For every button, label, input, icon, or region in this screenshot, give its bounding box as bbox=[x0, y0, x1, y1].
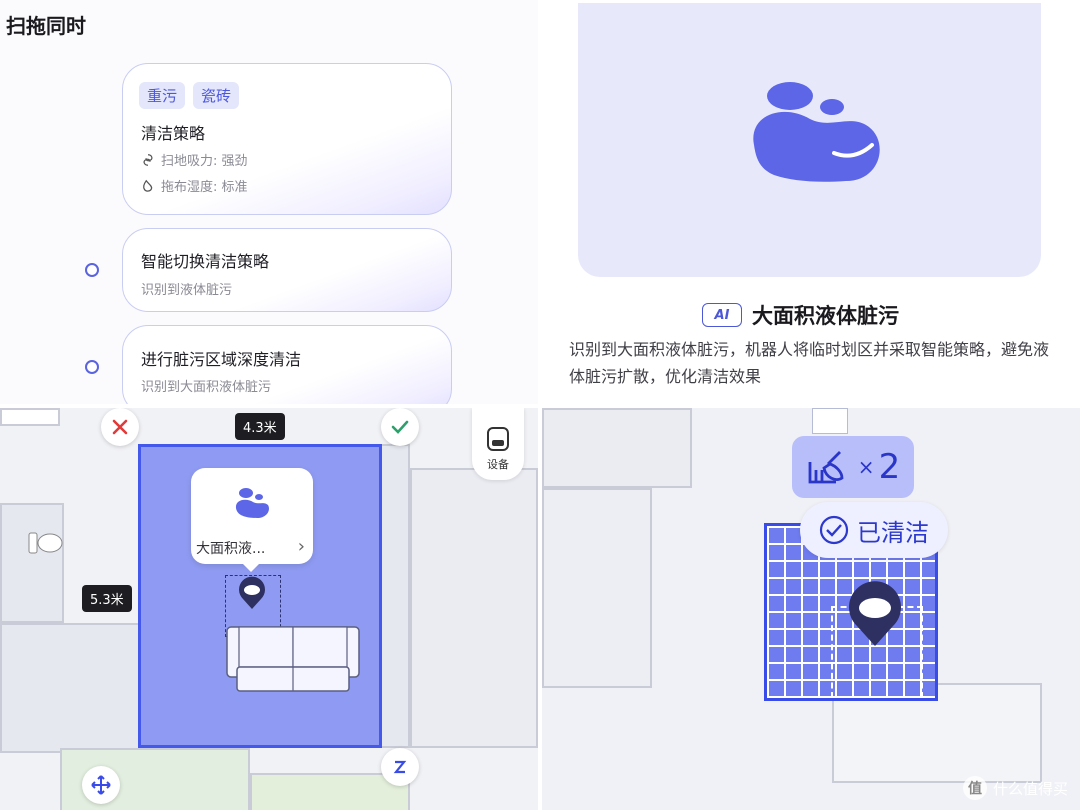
hero-illustration bbox=[578, 3, 1041, 277]
tag-heavy-stain: 重污 bbox=[139, 82, 186, 109]
watermark: 值 什么值得买 bbox=[962, 776, 1068, 800]
suction-row: 扫地吸力: 强劲 bbox=[141, 150, 248, 169]
check-circle-icon bbox=[819, 515, 849, 545]
deep-clean-card[interactable]: 进行脏污区域深度清洁 识别到大面积液体脏污 bbox=[122, 325, 452, 404]
selected-clean-zone[interactable] bbox=[138, 444, 382, 748]
panel-title: 扫拖同时 bbox=[6, 14, 86, 38]
stain-popup[interactable]: 大面积液... › bbox=[191, 468, 313, 572]
height-dimension: 5.3米 bbox=[82, 585, 132, 612]
map-room bbox=[380, 444, 410, 748]
map-room bbox=[250, 773, 410, 810]
check-icon bbox=[391, 420, 409, 434]
timeline-dot bbox=[85, 263, 99, 277]
card-heading: 进行脏污区域深度清洁 bbox=[141, 350, 302, 369]
liquid-stain-icon bbox=[235, 488, 269, 518]
map-room bbox=[542, 408, 692, 488]
map-room bbox=[0, 623, 140, 753]
cleaned-label: 已清洁 bbox=[857, 518, 929, 547]
cancel-button[interactable] bbox=[101, 408, 139, 446]
device-button[interactable]: 设备 bbox=[472, 408, 524, 480]
map-zone-panel: 大面积液... › 4.3米 5.3米 设备 bbox=[0, 408, 538, 810]
cleaned-status-tag: 已清洁 bbox=[800, 502, 948, 558]
clean-count-tag: × 2 bbox=[792, 436, 914, 498]
stain-marker-icon[interactable] bbox=[237, 575, 267, 611]
popup-label: 大面积液... bbox=[196, 541, 266, 557]
stain-marker-icon[interactable] bbox=[842, 578, 908, 650]
detection-panel: AI 大面积液体脏污 识别到大面积液体脏污，机器人将临时划区并采取智能策略，避免… bbox=[542, 0, 1080, 404]
broom-icon bbox=[808, 451, 844, 484]
card-subtitle: 识别到大面积液体脏污 bbox=[141, 380, 272, 395]
humidity-row: 拖布湿度: 标准 bbox=[141, 176, 248, 195]
sofa-icon bbox=[226, 626, 360, 692]
smart-switch-card[interactable]: 智能切换清洁策略 识别到液体脏污 bbox=[122, 228, 452, 312]
cleaned-zone-panel: × 2 已清洁 值 什么值得买 bbox=[542, 408, 1080, 810]
detection-description: 识别到大面积液体脏污，机器人将临时划区并采取智能策略，避免液体脏污扩散，优化清洁… bbox=[569, 340, 1050, 386]
charging-dock bbox=[812, 408, 848, 434]
device-label: 设备 bbox=[487, 458, 509, 471]
clean-count: 2 bbox=[878, 447, 901, 487]
toilet-icon bbox=[28, 532, 63, 554]
close-icon bbox=[112, 419, 128, 435]
resize-zone-button[interactable] bbox=[381, 748, 419, 786]
device-icon bbox=[487, 427, 509, 451]
ai-badge: AI bbox=[702, 303, 742, 327]
card-subtitle: 识别到液体脏污 bbox=[141, 283, 233, 298]
move-icon bbox=[91, 775, 111, 795]
heading-text: 大面积液体脏污 bbox=[752, 304, 899, 328]
droplet-icon bbox=[142, 179, 153, 192]
count-prefix: × bbox=[857, 455, 875, 479]
map-room bbox=[0, 408, 60, 426]
chevron-right-icon: › bbox=[297, 536, 305, 557]
width-dimension: 4.3米 bbox=[235, 413, 285, 440]
map-room bbox=[410, 468, 538, 748]
tag-tile: 瓷砖 bbox=[193, 82, 240, 109]
strategy-panel: 扫拖同时 重污 瓷砖 清洁策略 扫地吸力: 强劲 拖布湿度: 标准 智能切换清洁… bbox=[0, 0, 538, 404]
cleaning-strategy-card[interactable]: 重污 瓷砖 清洁策略 扫地吸力: 强劲 拖布湿度: 标准 bbox=[122, 63, 452, 215]
timeline-dot bbox=[85, 360, 99, 374]
liquid-stain-icon bbox=[753, 82, 880, 182]
swirl-icon bbox=[143, 153, 153, 166]
detection-heading: AI 大面积液体脏污 bbox=[702, 300, 899, 330]
card-heading: 智能切换清洁策略 bbox=[141, 252, 270, 271]
map-room bbox=[542, 488, 652, 688]
map-room bbox=[0, 503, 64, 623]
confirm-button[interactable] bbox=[381, 408, 419, 446]
watermark-logo-icon: 值 bbox=[962, 776, 987, 800]
card-heading: 清洁策略 bbox=[141, 124, 206, 143]
move-zone-button[interactable] bbox=[82, 766, 120, 804]
resize-icon bbox=[393, 760, 407, 774]
